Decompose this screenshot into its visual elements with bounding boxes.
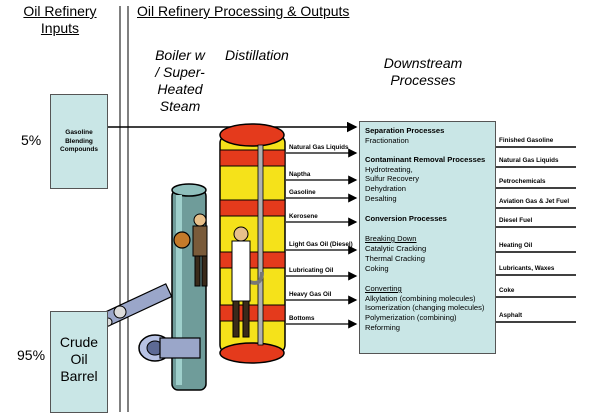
contaminant-item: Dehydration	[365, 184, 406, 193]
boiler-header-line: / Super-	[155, 64, 205, 80]
breaking-down-item: Coking	[365, 264, 389, 273]
product-label: Bottoms	[289, 315, 315, 322]
blending-line: Gasoline	[65, 129, 93, 136]
product-label: Naptha	[289, 171, 311, 178]
product-label: Gasoline	[289, 189, 316, 196]
distillation-column-illustration	[219, 123, 286, 364]
contaminant-item: Desalting	[365, 194, 397, 203]
product-label: Kerosene	[289, 213, 318, 220]
output-label: Petrochemicals	[499, 178, 546, 185]
contaminant-item: Hydrotreating,	[365, 165, 413, 174]
inputs-header-line1: Oil Refinery	[23, 3, 97, 19]
output-label: Asphalt	[499, 312, 523, 319]
conversion-title: Conversion Processes	[365, 214, 447, 223]
product-label: Light Gas Oil (Diesel)	[289, 241, 353, 248]
product-label: Heavy Gas Oil	[289, 291, 332, 298]
inputs-header-line2: Inputs	[40, 20, 80, 36]
inputs-header: Oil Refinery Inputs	[4, 3, 116, 37]
output-label: Finished Gasoline	[499, 137, 554, 144]
product-label: Natural Gas Liquids	[289, 144, 349, 151]
crude-line: Crude	[59, 334, 99, 350]
converting-item: Polymerization (combining)	[365, 313, 457, 322]
product-label: Lubricating Oil	[289, 267, 334, 274]
product-arrows	[286, 148, 358, 329]
blending-percent: 5%	[21, 132, 42, 148]
crude-oil-box: Crude Oil Barrel	[50, 311, 108, 413]
output-label: Heating Oil	[499, 242, 533, 249]
converting-title: Converting	[365, 284, 402, 293]
output-label: Coke	[499, 287, 515, 294]
downstream-header-line: Downstream	[383, 55, 463, 71]
breaking-down-title: Breaking Down	[365, 234, 417, 243]
breaking-down-item: Thermal Cracking	[365, 254, 425, 263]
crude-line: Barrel	[60, 368, 98, 384]
separation-title: Separation Processes	[365, 126, 445, 135]
downstream-process-box: Separation Processes Fractionation Conta…	[359, 121, 496, 354]
crude-percent: 95%	[17, 347, 46, 363]
converting-item: Alkylation (combining molecules)	[365, 294, 476, 303]
gasoline-blending-box: Gasoline Blending Compounds	[50, 94, 108, 189]
blending-line: Compounds	[60, 146, 98, 153]
downstream-header: Downstream Processes	[370, 55, 476, 89]
output-label: Diesel Fuel	[499, 217, 533, 224]
boiler-header-line: Steam	[159, 98, 201, 114]
crude-line: Oil	[70, 351, 88, 367]
blending-line: Blending	[65, 137, 93, 145]
distillation-header: Distillation	[225, 47, 289, 63]
boiler-header-line: Heated	[157, 81, 203, 97]
converting-item: Isomerization (changing molecules)	[365, 303, 485, 312]
boiler-header-line: Boiler w	[155, 47, 205, 63]
worker-illustrations	[192, 213, 251, 338]
contaminant-item: Sulfur Recovery	[365, 174, 420, 183]
output-label: Natural Gas Liquids	[499, 157, 559, 164]
converting-item: Reforming	[365, 323, 401, 332]
output-lines	[495, 146, 576, 323]
downstream-header-line: Processes	[390, 72, 456, 88]
contaminant-title: Contaminant Removal Processes	[365, 155, 486, 164]
breaking-down-item: Catalytic Cracking	[365, 244, 427, 253]
output-label: Aviation Gas & Jet Fuel	[499, 198, 570, 205]
boiler-header: Boiler w / Super- Heated Steam	[138, 47, 222, 115]
separation-item: Fractionation	[365, 136, 409, 145]
output-label: Lubricants, Waxes	[499, 265, 555, 272]
processing-header: Oil Refinery Processing & Outputs	[137, 3, 350, 19]
